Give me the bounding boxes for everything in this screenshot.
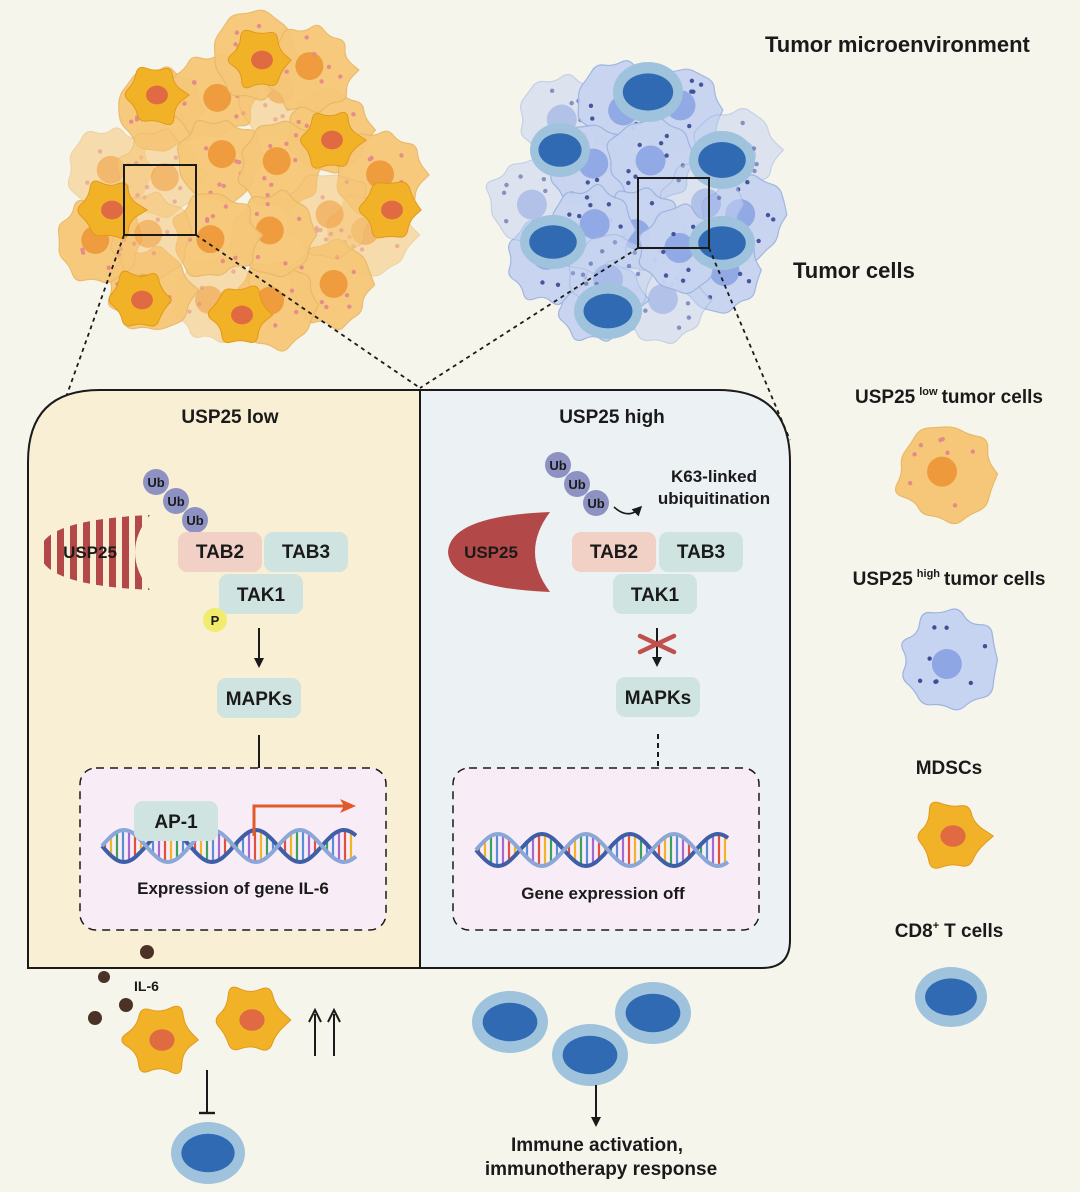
il6-dot <box>88 1011 102 1025</box>
phosphate-icon <box>203 608 227 632</box>
ubiquitination-arrow <box>613 505 643 517</box>
tab3-box-right <box>659 532 743 572</box>
usp25-label-right: USP25 <box>464 543 518 562</box>
ub-chain-left: Ub Ub Ub <box>143 469 208 533</box>
mapks-box-left <box>217 678 301 718</box>
tak1-label-left: TAK1 <box>237 585 286 606</box>
usp25-high-tumor-cluster <box>485 60 788 344</box>
expression-il6-label: Expression of gene IL-6 <box>137 879 329 898</box>
blocked-x-icon <box>637 633 677 655</box>
cd8-t-cell <box>171 1122 245 1184</box>
dna-helix-left <box>100 827 358 865</box>
tab3-label-left: TAB3 <box>282 542 330 563</box>
transcription-arrow <box>252 799 356 836</box>
cd8-t-cell <box>615 982 691 1044</box>
usp25-label-left: USP25 <box>63 543 117 562</box>
tab2-label-left: TAB2 <box>196 542 244 563</box>
label-tumor-cells: Tumor cells <box>793 258 915 283</box>
ub-2: Ub <box>167 494 184 509</box>
bottom-right: Immune activation, immunotherapy respons… <box>472 982 717 1180</box>
tab3-label-right: TAB3 <box>677 542 725 563</box>
zoom-indicators <box>49 164 791 443</box>
title-tumor-microenvironment: Tumor microenvironment <box>765 32 1031 57</box>
panel-title-usp25-high: USP25 high <box>559 407 665 428</box>
legend-mdsc-cell <box>917 801 995 869</box>
ub-chain-right: Ub Ub Ub <box>545 452 609 516</box>
ub-r1: Ub <box>549 458 566 473</box>
immune-activation-line2: immunotherapy response <box>485 1159 717 1180</box>
ub-3: Ub <box>186 513 203 528</box>
tab2-box-right <box>572 532 656 572</box>
legend-usp25-low-cell <box>895 426 999 525</box>
il6-dot <box>119 998 133 1012</box>
tab2-label-right: TAB2 <box>590 542 638 563</box>
usp25-low-tumor-cluster <box>57 9 430 352</box>
ap1-box <box>134 801 218 841</box>
mdsc-cell <box>121 1005 200 1074</box>
dna-helix-right <box>474 831 730 869</box>
cd8-t-cell <box>552 1024 628 1086</box>
legend-usp25-high-cell <box>901 608 999 711</box>
k63-label-line2: ubiquitination <box>658 489 770 508</box>
panel-title-usp25-low: USP25 low <box>181 407 278 428</box>
phosphate-label: P <box>211 613 220 628</box>
immune-activation-line1: Immune activation, <box>511 1135 683 1156</box>
il6-dot <box>140 945 154 959</box>
mapks-label-left: MAPKs <box>226 689 293 710</box>
mdsc-cell <box>215 986 292 1051</box>
ub-r2: Ub <box>568 477 585 492</box>
bottom-left: IL-6 <box>88 945 341 1184</box>
gene-off-label: Gene expression off <box>521 884 685 903</box>
increase-arrows <box>314 1014 335 1056</box>
legend-cd8: CD8+T cells <box>895 920 1004 942</box>
legend-cd8-t-cell <box>915 967 987 1027</box>
mapks-box-right <box>616 677 700 717</box>
tak1-label-right: TAK1 <box>631 585 680 606</box>
tak1-box-right <box>613 574 697 614</box>
k63-label-line1: K63-linked <box>671 467 757 486</box>
mapks-label-right: MAPKs <box>625 688 692 709</box>
usp25-active-shape <box>448 512 550 592</box>
left-pathway: USP25 Ub Ub Ub TAB2 TAB3 TAK1 P MAPKs AP… <box>40 469 387 931</box>
right-pathway: USP25 Ub Ub Ub K63-linked ubiquitination… <box>448 452 770 931</box>
il6-label: IL-6 <box>134 978 159 994</box>
tak1-box-left <box>219 574 303 614</box>
il6-dot <box>98 971 110 983</box>
tab2-box-left <box>178 532 262 572</box>
ap1-label: AP-1 <box>154 812 198 833</box>
tab3-box-left <box>264 532 348 572</box>
ub-r3: Ub <box>587 496 604 511</box>
legend-mdscs: MDSCs <box>916 758 983 779</box>
ub-1: Ub <box>147 475 164 490</box>
cd8-t-cell <box>472 991 548 1053</box>
